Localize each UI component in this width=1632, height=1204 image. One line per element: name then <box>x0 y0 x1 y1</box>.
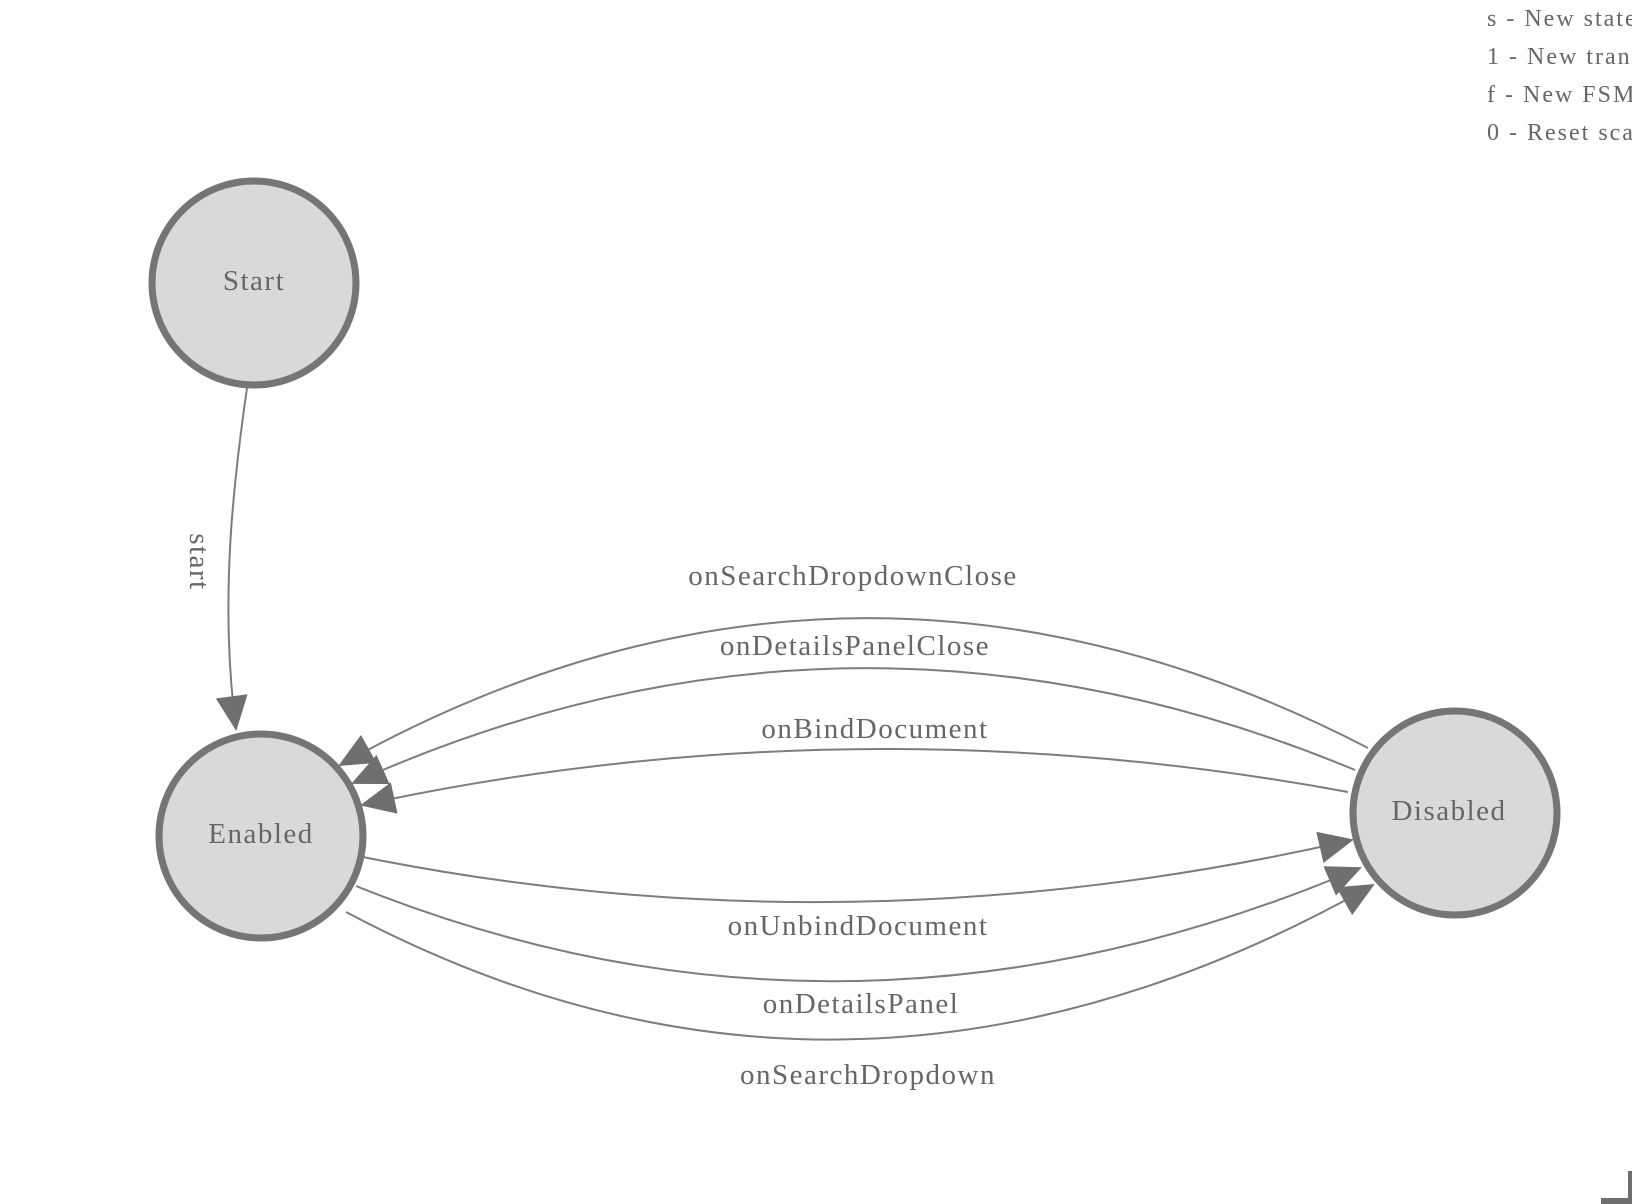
edge-label-onDetailsPanelClose[interactable]: onDetailsPanelClose <box>720 630 990 662</box>
legend-line-reset-scale: 0 - Reset scale <box>1487 120 1632 146</box>
state-node-enabled[interactable]: Enabled <box>155 730 367 942</box>
legend-line-new-fsm: f - New FSM <box>1487 82 1632 108</box>
transition-labels: start onSearchDropdownClose onDetailsPan… <box>183 533 1018 1091</box>
state-nodes: Start Enabled Disabled <box>148 177 1561 942</box>
state-node-start[interactable]: Start <box>148 177 360 389</box>
state-label-start: Start <box>223 265 285 297</box>
edge-onSearchDropdownClose[interactable] <box>338 617 1369 766</box>
edge-onSearchDropdown[interactable] <box>345 884 1375 1041</box>
edge-label-onSearchDropdownClose[interactable]: onSearchDropdownClose <box>688 560 1018 592</box>
state-circle-enabled <box>155 730 367 942</box>
edge-onDetailsPanelClose[interactable] <box>351 667 1356 785</box>
edge-onUnbindDocument[interactable] <box>362 831 1354 904</box>
edge-onBindDocument[interactable] <box>360 748 1349 814</box>
corner-widget-horizontal-bar <box>1601 1198 1632 1204</box>
state-label-disabled: Disabled <box>1391 795 1506 827</box>
edge-label-onBindDocument[interactable]: onBindDocument <box>761 713 988 745</box>
state-circle-start <box>148 177 360 389</box>
edge-start-to-enabled[interactable] <box>215 387 248 731</box>
edge-label-onDetailsPanel[interactable]: onDetailsPanel <box>763 988 960 1020</box>
transition-edges <box>215 387 1375 1041</box>
corner-widget-vertical-bar <box>1628 1171 1632 1204</box>
edge-onDetailsPanel[interactable] <box>355 866 1362 983</box>
state-label-enabled: Enabled <box>208 818 314 850</box>
shortcut-legend: s - New state 1 - New transition f - New… <box>1487 6 1632 146</box>
corner-widget[interactable] <box>1601 1171 1632 1204</box>
state-circle-disabled <box>1349 707 1561 919</box>
legend-line-new-transition: 1 - New transition <box>1487 44 1632 70</box>
edge-label-start[interactable]: start <box>183 533 215 590</box>
state-node-disabled[interactable]: Disabled <box>1349 707 1561 919</box>
edge-label-onSearchDropdown[interactable]: onSearchDropdown <box>740 1059 996 1091</box>
edge-label-onUnbindDocument[interactable]: onUnbindDocument <box>728 910 989 942</box>
legend-line-new-state: s - New state <box>1487 6 1632 32</box>
